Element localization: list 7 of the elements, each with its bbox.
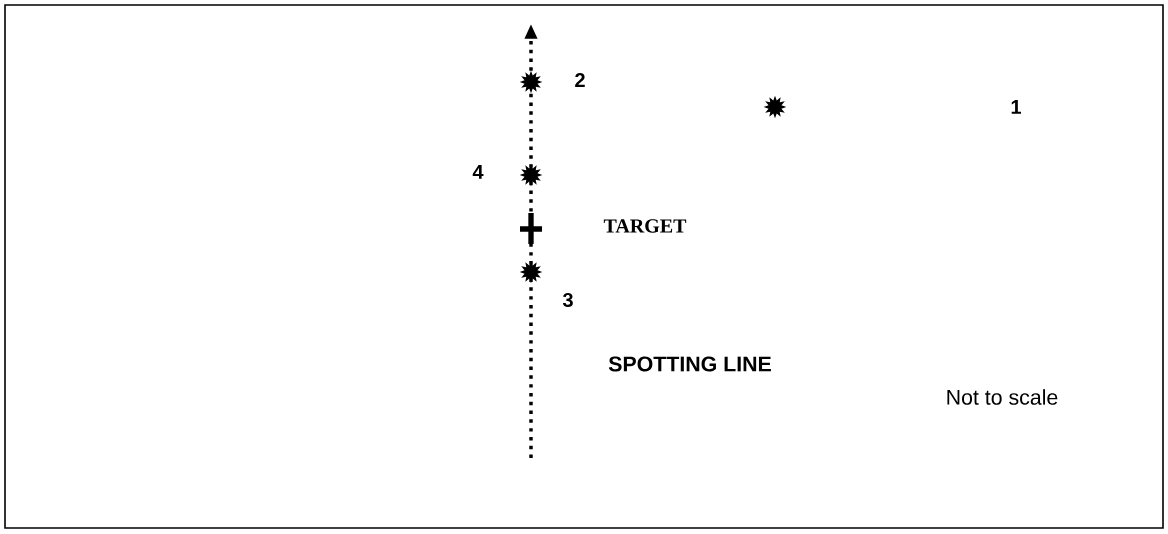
burst-number: 4 [472, 165, 484, 179]
burst-number: 3 [562, 292, 573, 308]
burst-number: 2 [575, 73, 585, 87]
burst-number: 1 [1011, 100, 1021, 114]
spotting-line-label: SPOTTING LINE [608, 356, 771, 372]
target-label: TARGET [603, 219, 687, 233]
scale-note: Not to scale [947, 389, 1058, 405]
